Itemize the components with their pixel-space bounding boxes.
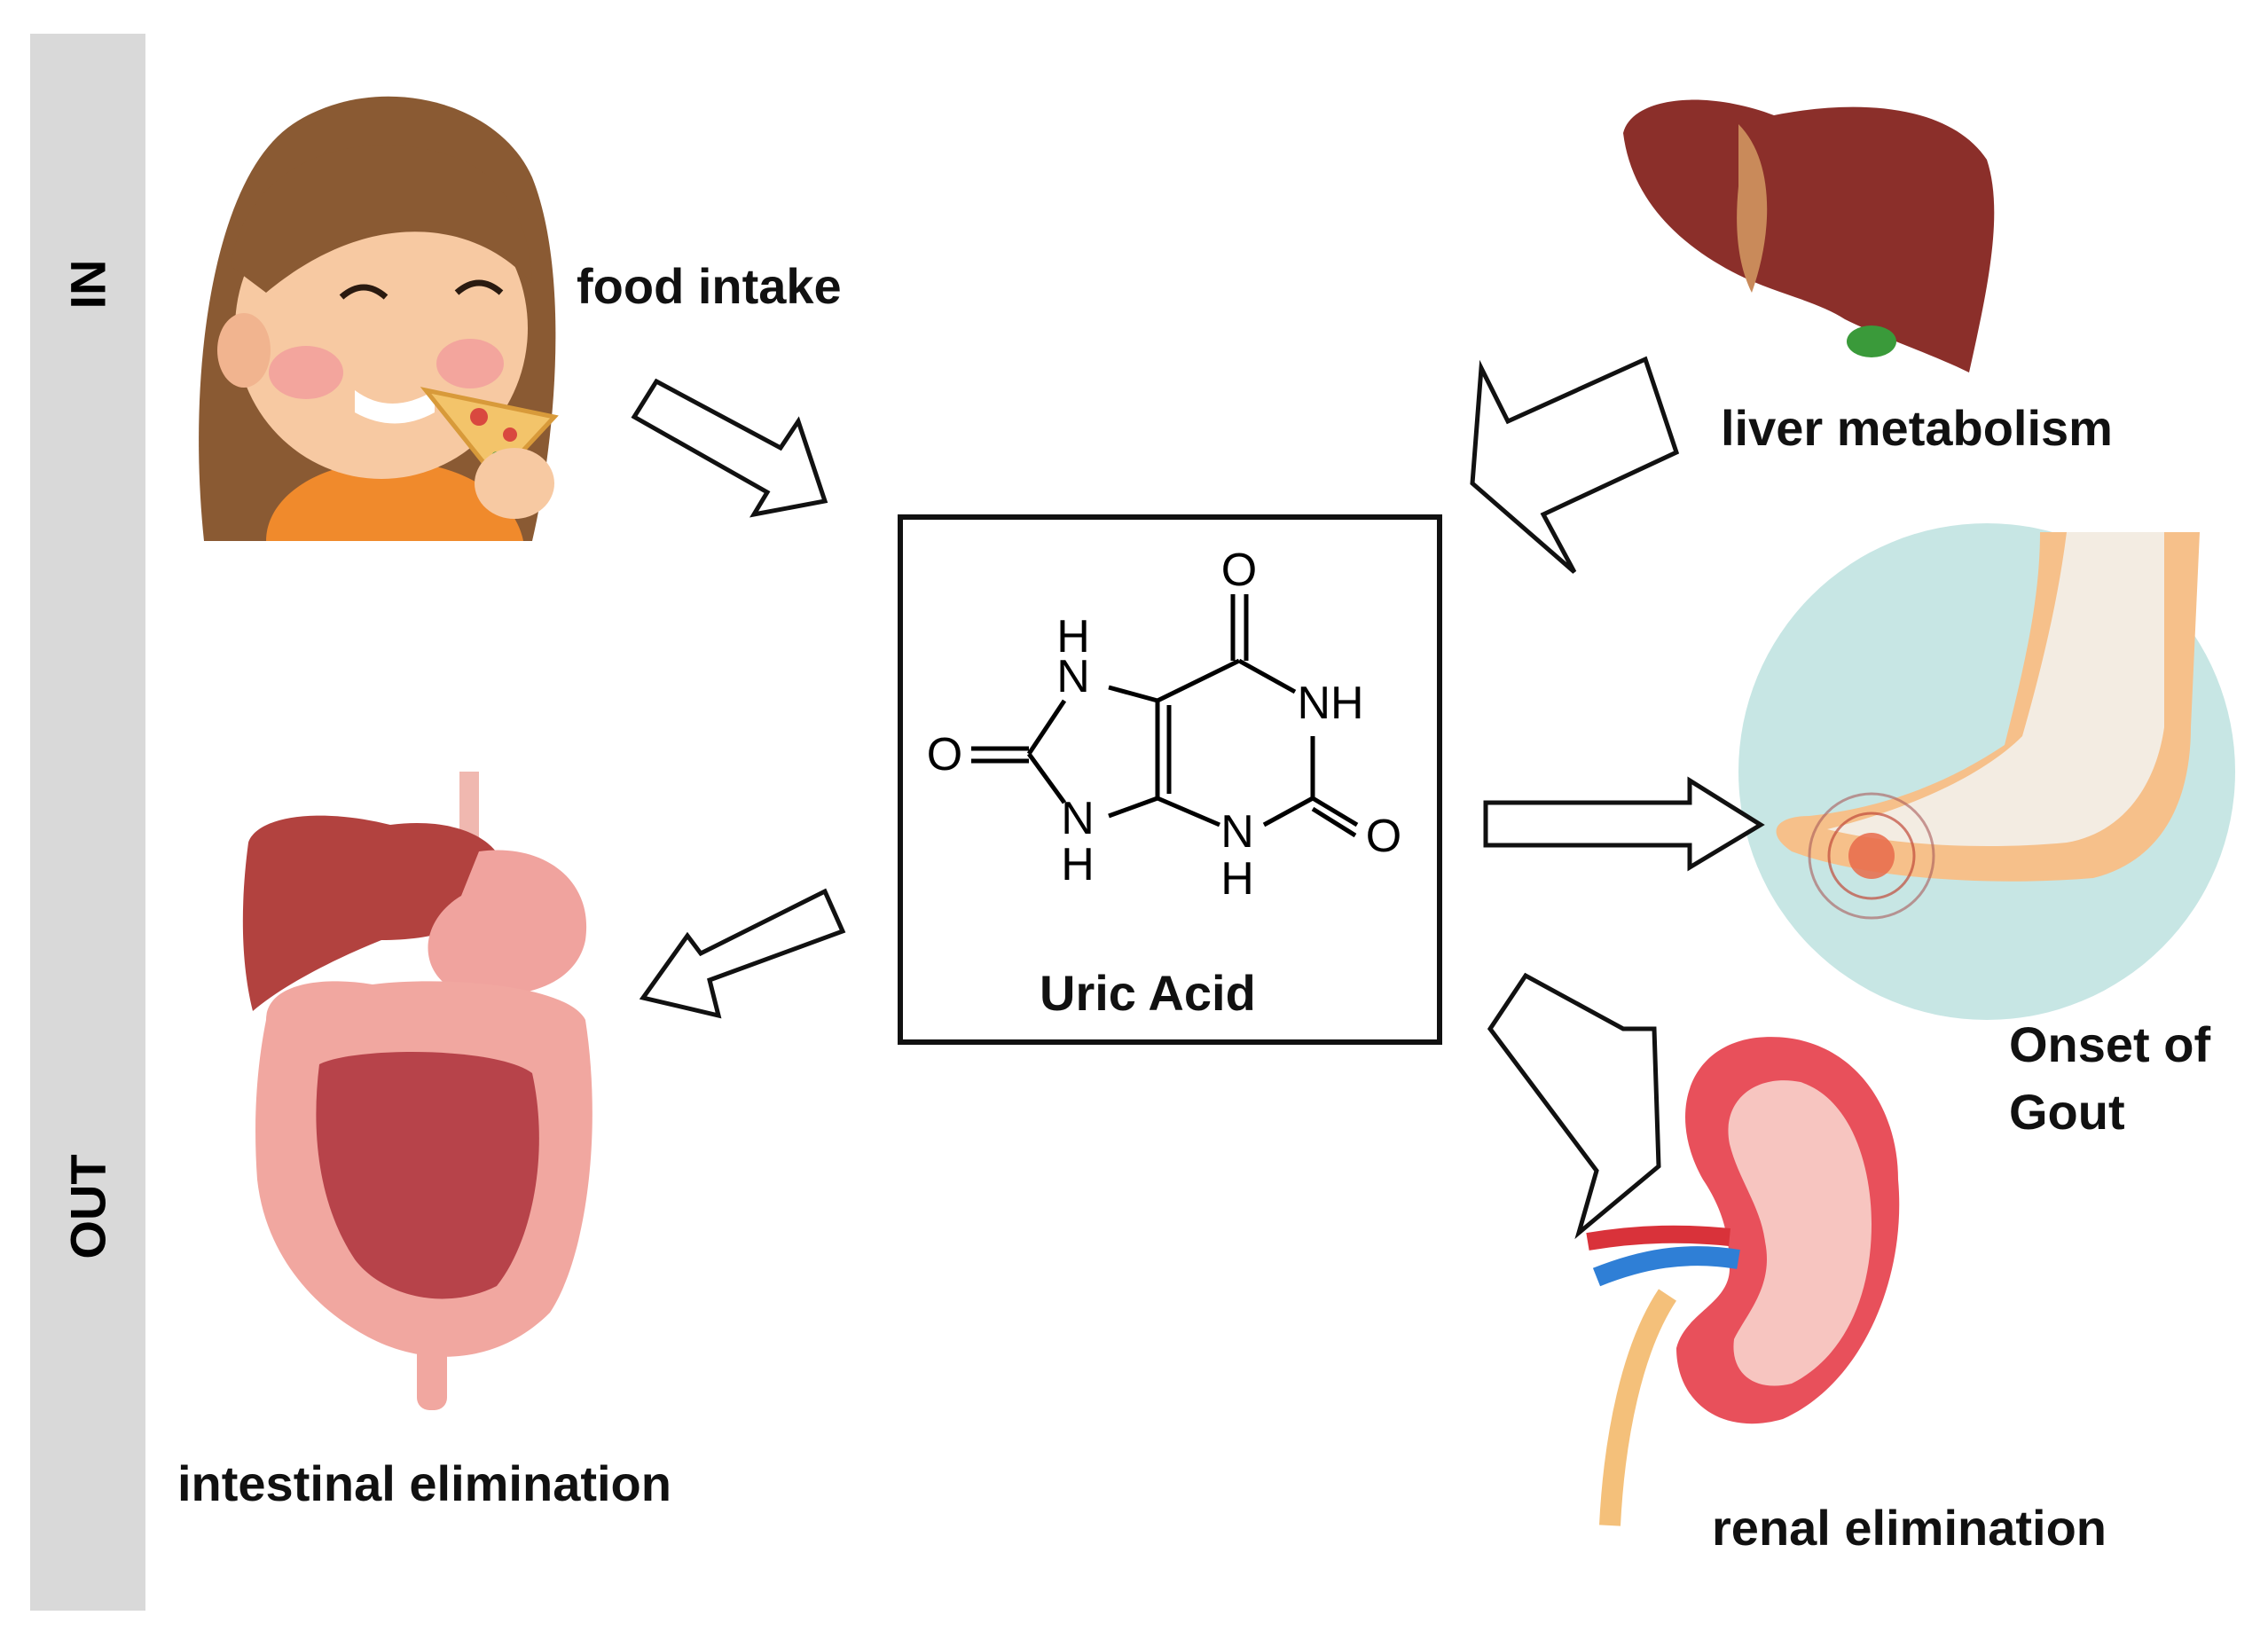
arrow-uric-acid-to-kidney <box>1487 972 1661 1240</box>
arrow-liver-to-uric-acid <box>1470 356 1680 574</box>
uric-acid-atoms: O H N NH O N H N H O <box>927 545 1401 905</box>
intestinal-elimination-label: intestinal elimination <box>177 1455 671 1511</box>
atom-h-bottom: H <box>1220 853 1254 905</box>
atom-nh-right: NH <box>1297 678 1363 729</box>
atom-n-left-top: N <box>1056 651 1090 702</box>
food-intake-label: food intake <box>577 258 842 314</box>
liver-metabolism-label: liver metabolism <box>1721 400 2113 456</box>
atom-o-top: O <box>1221 545 1257 596</box>
uric-acid-title: Uric Acid <box>1040 965 1256 1021</box>
atom-n-left-bottom: N <box>1061 793 1095 844</box>
girl-eating-icon <box>199 96 559 541</box>
arrow-uric-acid-to-gout <box>1483 776 1765 872</box>
atom-h-bottom-left: H <box>1061 839 1095 890</box>
atom-o-right: O <box>1366 811 1401 862</box>
atom-h-top: H <box>1056 611 1090 663</box>
arrow-uric-acid-to-intestine <box>639 888 846 1019</box>
intestine-icon <box>242 772 593 1410</box>
gout-foot-icon <box>1738 523 2235 1020</box>
arrow-food-to-uric-acid <box>631 378 828 518</box>
uric-acid-box <box>898 514 1442 1045</box>
onset-of-gout-label: Onset of Gout <box>2009 1016 2211 1140</box>
in-out-sidebar <box>30 34 145 1611</box>
uric-acid-structure <box>971 594 1359 838</box>
kidney-icon <box>1586 1037 1900 1526</box>
atom-n-bottom: N <box>1220 806 1254 858</box>
liver-icon <box>1623 99 1995 372</box>
renal-elimination-label: renal elimination <box>1712 1500 2107 1556</box>
atom-o-left: O <box>927 729 962 780</box>
